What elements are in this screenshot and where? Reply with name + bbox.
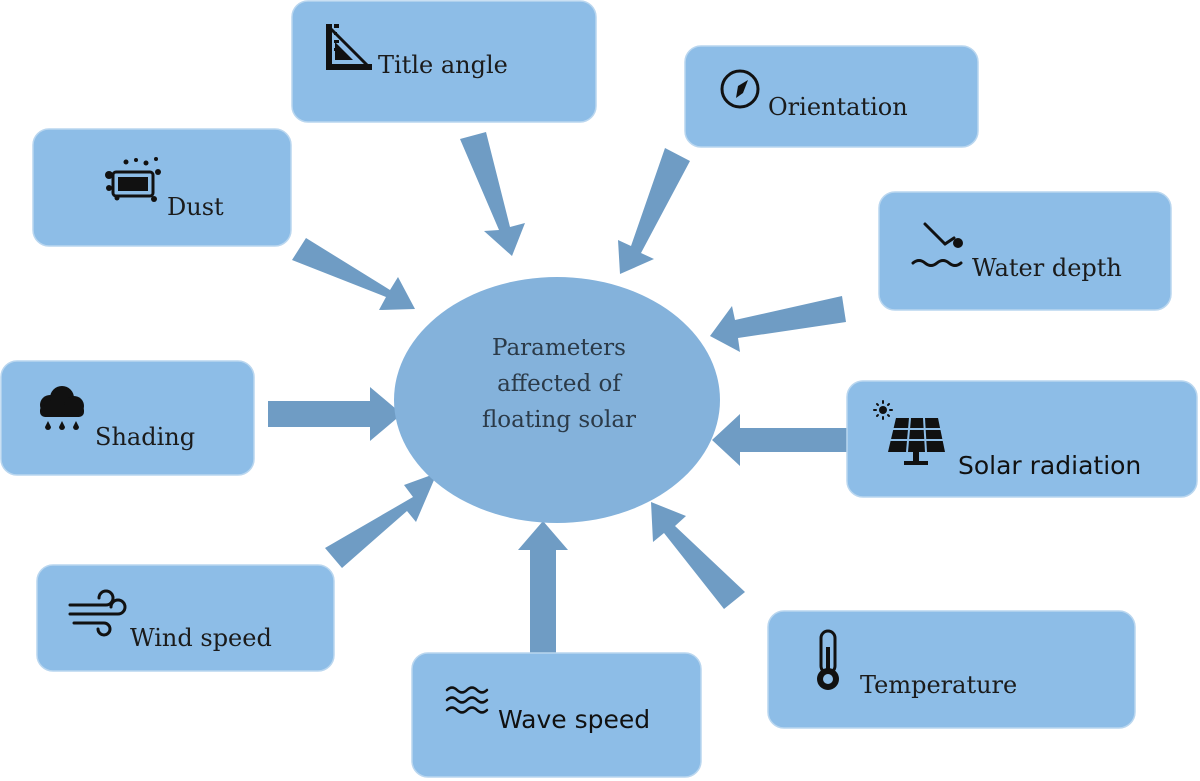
box-title-angle: Title angle (291, 0, 597, 123)
label-orientation: Orientation (768, 93, 908, 121)
arrow-wind (325, 473, 437, 568)
box-shading-bg (0, 360, 255, 476)
label-shading: Shading (95, 423, 195, 451)
set-square-icon (326, 24, 372, 70)
box-dust: Dust (32, 128, 292, 247)
box-temperature: Temperature (767, 610, 1136, 729)
box-orientation: Orientation (684, 45, 979, 148)
box-orientation-bg (684, 45, 979, 148)
arrow-temperature (651, 502, 745, 609)
label-wave-speed: Wave speed (498, 705, 650, 734)
center-line-1: Parameters (492, 335, 626, 361)
diver-icon (911, 222, 963, 267)
label-title-angle: Title angle (378, 51, 508, 79)
waves-icon (445, 686, 489, 714)
label-temperature: Temperature (860, 671, 1017, 699)
box-temperature-bg (767, 610, 1136, 729)
box-wind-speed: Wind speed (36, 564, 335, 672)
center-ellipse (394, 277, 720, 523)
box-wave-speed-bg (411, 652, 702, 778)
label-water-depth: Water depth (972, 254, 1122, 282)
center-line-2: affected of (497, 371, 622, 397)
label-wind-speed: Wind speed (130, 624, 272, 652)
box-water-depth-bg (878, 191, 1172, 311)
label-solar-radiation: Solar radiation (958, 451, 1141, 480)
box-water-depth: Water depth (878, 191, 1172, 311)
solar-panel-icon (873, 400, 945, 465)
arrow-radiation (712, 414, 850, 466)
arrow-shading (268, 387, 402, 441)
arrow-dust (292, 238, 415, 310)
box-shading: Shading (0, 360, 255, 476)
arrow-water (710, 296, 846, 352)
label-dust: Dust (167, 193, 224, 221)
rain-cloud-icon (40, 386, 84, 430)
dusty-panel-icon (105, 157, 161, 202)
box-solar-radiation: Solar radiation (846, 380, 1198, 498)
arrow-tilt (460, 132, 525, 256)
thermometer-icon (817, 629, 839, 690)
box-title-angle-bg (291, 0, 597, 123)
compass-icon (720, 69, 760, 109)
wind-icon (68, 589, 127, 637)
center-line-3: floating solar (482, 407, 636, 433)
box-wind-speed-bg (36, 564, 335, 672)
box-dust-bg (32, 128, 292, 247)
arrows (268, 132, 850, 656)
box-solar-radiation-bg (846, 380, 1198, 498)
arrow-wave (518, 521, 568, 656)
box-wave-speed: Wave speed (411, 652, 702, 778)
center-node: Parameters affected of floating solar (394, 277, 720, 523)
arrow-orientation (618, 148, 690, 274)
